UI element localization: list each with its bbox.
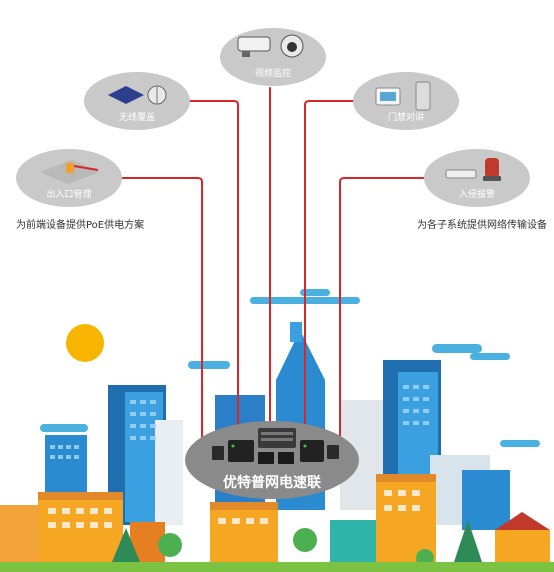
hub-title: 优特普网电速联 (223, 474, 322, 491)
router-icon (108, 86, 144, 104)
city-skyline (0, 322, 554, 572)
node-intrusion-label: 入侵报警 (459, 188, 495, 200)
note-left: 为前端设备提供PoE供电方案 (16, 218, 144, 231)
cloud-icon (40, 289, 540, 447)
network-equipment-icon (212, 428, 339, 464)
node-video: 视频监控 (220, 28, 326, 86)
sensor-icon (445, 169, 477, 179)
door-panel-icon (415, 81, 431, 111)
node-parking: 出入口管理 (16, 149, 122, 207)
camera-icon (237, 36, 271, 52)
node-wireless-label: 无线覆盖 (119, 111, 155, 123)
note-right: 为各子系统提供网络传输设备 (417, 218, 547, 231)
node-access: 门禁对讲 (353, 72, 459, 130)
hub: 优特普网电速联 (185, 421, 359, 499)
connectors (119, 87, 429, 449)
alarm-siren-icon (485, 158, 499, 178)
connector-wireless (185, 100, 239, 441)
connector-access (304, 100, 359, 441)
sun-icon (66, 324, 104, 362)
node-wireless: 无线覆盖 (84, 72, 190, 130)
ground (0, 562, 554, 572)
node-parking-label: 出入口管理 (46, 188, 91, 200)
node-intrusion: 入侵报警 (424, 149, 530, 207)
node-video-label: 视频监控 (255, 67, 291, 79)
connector-intrusion (339, 177, 429, 449)
node-access-label: 门禁对讲 (388, 111, 424, 123)
sky (40, 289, 540, 447)
connector-parking (119, 177, 203, 449)
